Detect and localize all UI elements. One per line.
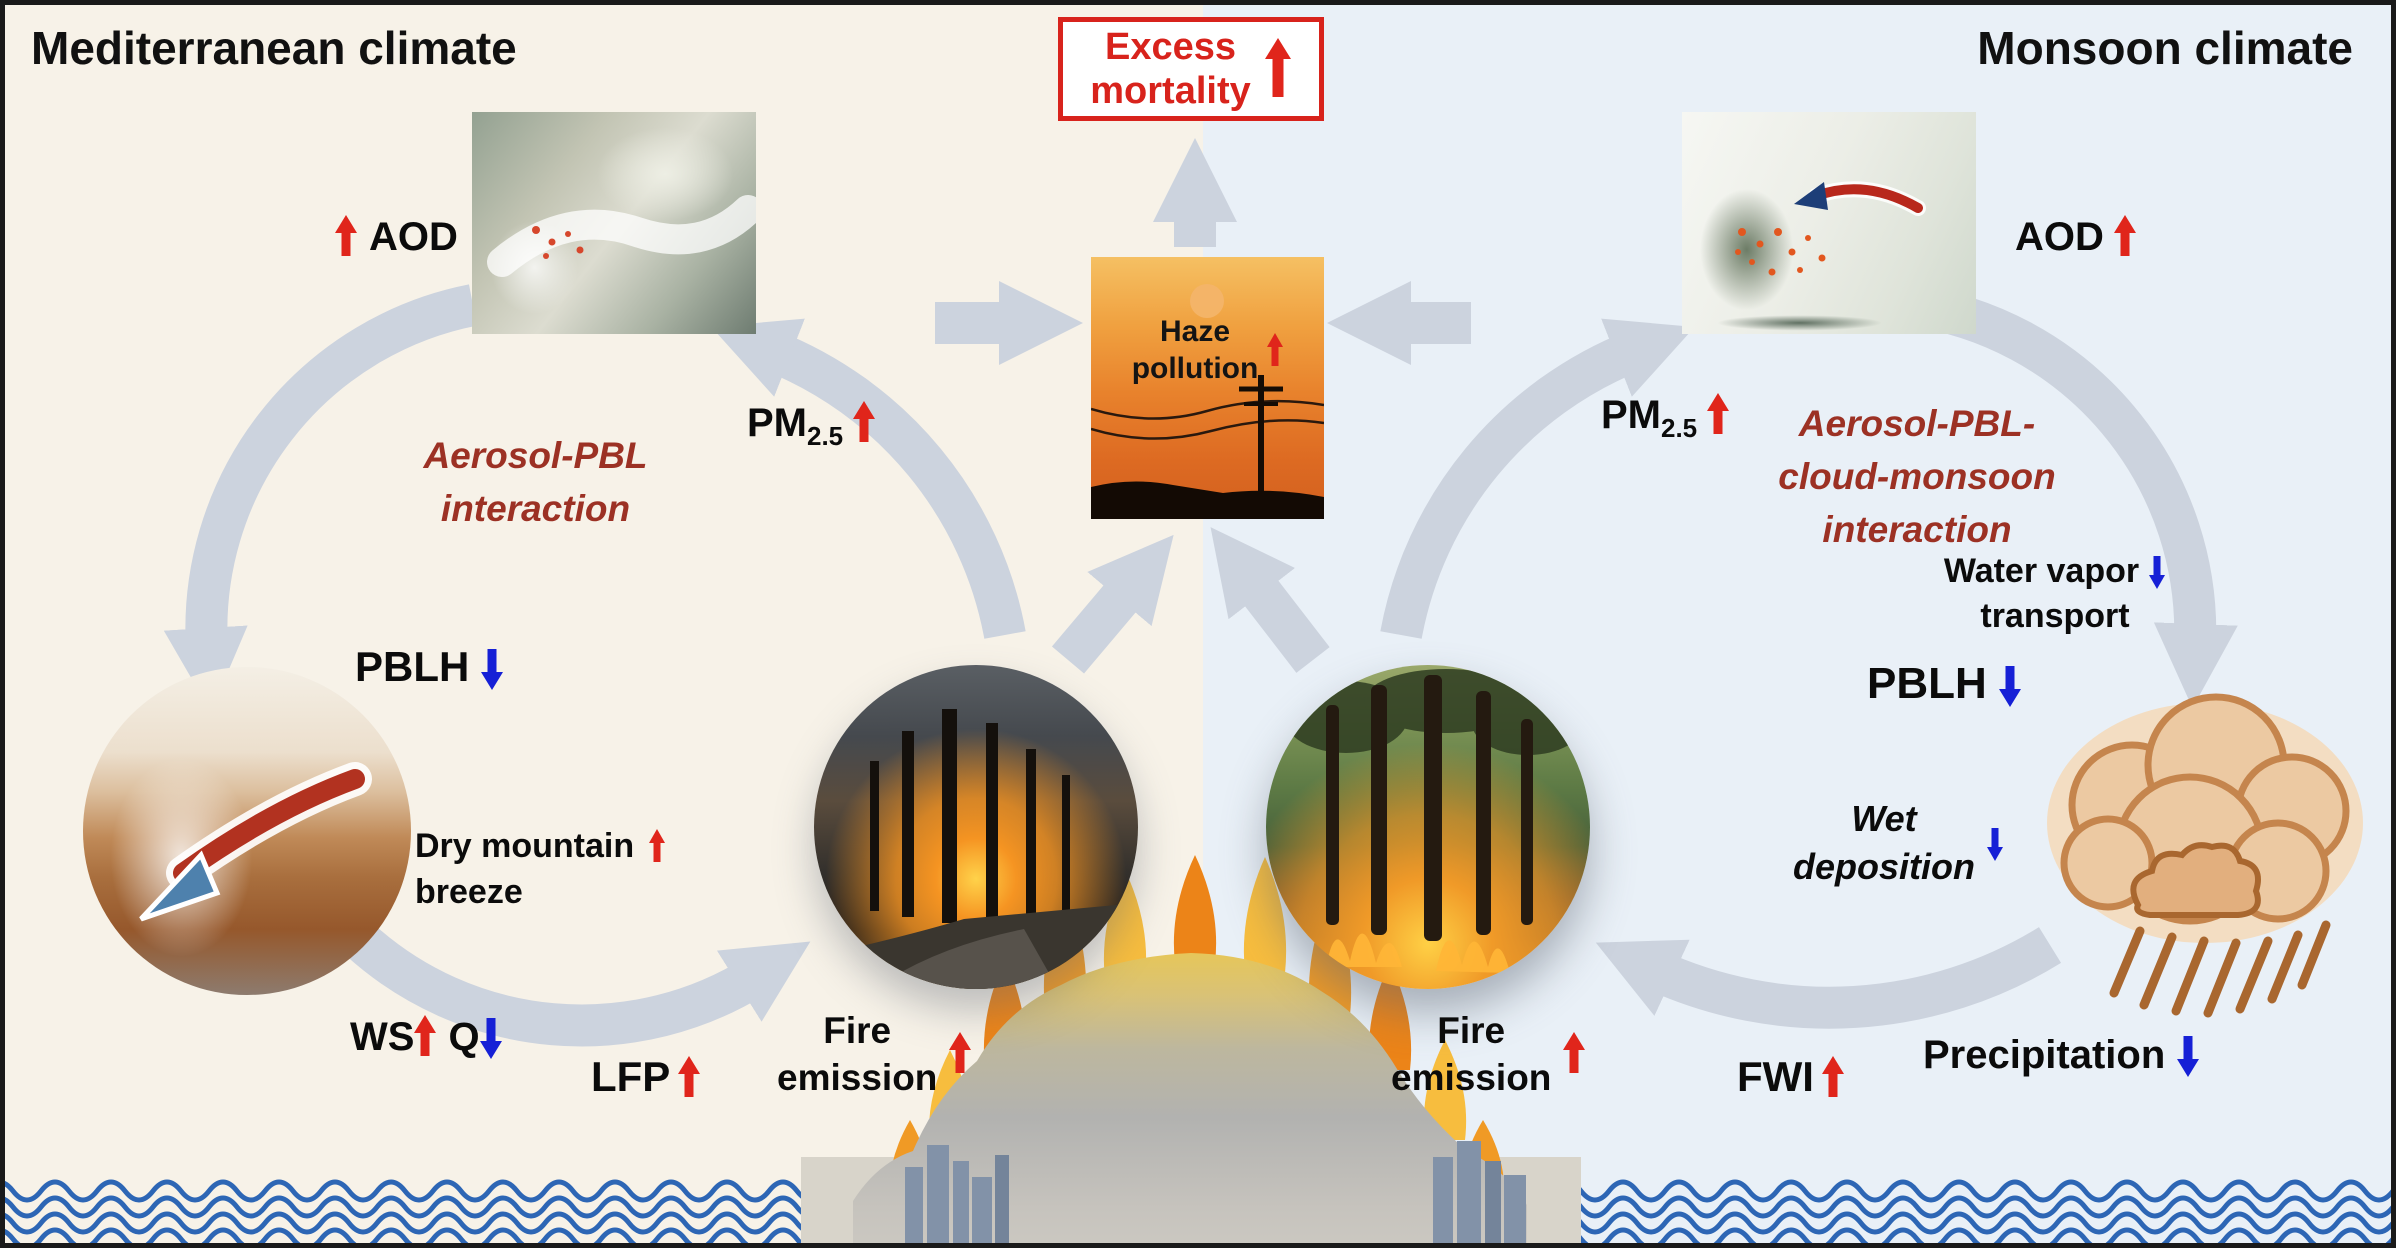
gray-flow-arrows — [163, 138, 2238, 1047]
up-arrow-icon — [1265, 38, 1292, 100]
up-arrow-icon — [648, 829, 665, 864]
cycle-arrow-left-rise — [711, 318, 1026, 639]
cycle-arrow-left-top — [163, 284, 478, 712]
up-arrow-icon — [2114, 215, 2136, 259]
pm25-label-right: PM2.5 — [1601, 393, 1729, 444]
rain-cloud-illustration — [2020, 653, 2372, 1025]
city-buildings-right — [1433, 1141, 1526, 1243]
downslope-wind-arrow-icon — [139, 762, 372, 922]
aerosol-pbl-cloud-monsoon-label: Aerosol-PBL- cloud-monsoon interaction — [1778, 403, 2056, 550]
excess-mortality-box: Excess mortality — [1058, 17, 1324, 121]
cycle-arrow-right-bottom — [1595, 927, 2062, 1029]
wet-deposition-label: Wet deposition — [1793, 795, 2004, 891]
flame-tips — [1326, 933, 1510, 973]
aod-text: AOD — [369, 215, 458, 259]
city-mountain-scene — [801, 855, 1581, 1243]
mountain — [853, 953, 1527, 1243]
up-arrow-icon — [1822, 1056, 1844, 1100]
fire-hotspots — [1735, 228, 1826, 276]
up-arrow-icon — [1707, 393, 1729, 437]
haze-line2: pollution — [1131, 352, 1259, 385]
down-arrow-icon — [480, 1015, 502, 1059]
satellite-image-mediterranean — [472, 112, 756, 334]
fire-hotspots — [532, 226, 584, 259]
up-arrow-icon — [335, 215, 357, 259]
up-arrow-icon — [1563, 1032, 1585, 1076]
down-arrow-icon — [2177, 1033, 2199, 1077]
flow-arrows-layer — [5, 138, 2391, 1243]
aod-label-left: AOD — [335, 215, 458, 260]
monsoon-wind-arrow-icon — [1794, 181, 1926, 216]
down-arrow-icon — [1987, 826, 2004, 861]
tree-trunks — [1326, 675, 1533, 941]
excess-mortality-line2: mortality — [1090, 70, 1251, 112]
aerosol-pbl-interaction-label: Aerosol-PBL interaction — [423, 435, 648, 529]
dry-mountain-breeze-label: Dry mountain breeze — [415, 823, 665, 915]
cycle-arrow-right-top — [1907, 284, 2238, 708]
fire-emission-label-right: Fire emission — [1391, 1007, 1585, 1101]
up-arrow-icon — [853, 401, 875, 445]
arrow-fireright-to-haze — [1210, 527, 1330, 673]
down-arrow-icon — [1999, 663, 2021, 707]
wildfire-image-left — [814, 665, 1138, 989]
down-arrow-icon — [2149, 554, 2166, 589]
satellite-image-monsoon — [1682, 112, 1976, 334]
pblh-label-left: PBLH — [355, 643, 503, 691]
aod-label-right: AOD — [2015, 215, 2136, 260]
up-arrow-icon — [414, 1015, 436, 1059]
precipitation-label: Precipitation — [1923, 1033, 2199, 1078]
water-vapor-transport-label: Water vapor transport — [1935, 549, 2175, 639]
title-mediterranean: Mediterranean climate — [31, 22, 517, 74]
up-arrow-icon — [949, 1032, 971, 1076]
pblh-label-right: PBLH — [1867, 659, 2021, 709]
rain-streaks — [2109, 920, 2331, 1018]
burnt-trees — [870, 709, 1070, 923]
haze-silhouette — [1091, 284, 1324, 519]
cycle-arrow-right-rise — [1380, 318, 1695, 639]
pm25-label-left: PM2.5 — [747, 401, 875, 452]
wildfire-image-right — [1266, 665, 1590, 989]
title-monsoon: Monsoon climate — [1977, 22, 2353, 74]
arrow-fireleft-to-haze — [1051, 534, 1174, 674]
fwi-label: FWI — [1737, 1053, 1844, 1101]
fire-emission-label-left: Fire emission — [777, 1007, 971, 1101]
haze-line1: Haze — [1159, 315, 1231, 348]
haze-pollution-label: Haze pollution — [1091, 313, 1324, 387]
up-arrow-icon — [678, 1056, 700, 1100]
down-arrow-icon — [481, 646, 503, 690]
city-buildings-left — [905, 1145, 1009, 1243]
excess-mortality-line1: Excess — [1104, 26, 1236, 68]
mountain-breeze-image — [83, 667, 411, 995]
up-arrow-icon — [1266, 333, 1283, 368]
cycle-arrow-left-bottom — [345, 924, 811, 1047]
lfp-label: LFP — [591, 1053, 700, 1101]
haze-pollution-image: Haze pollution — [1091, 257, 1324, 519]
